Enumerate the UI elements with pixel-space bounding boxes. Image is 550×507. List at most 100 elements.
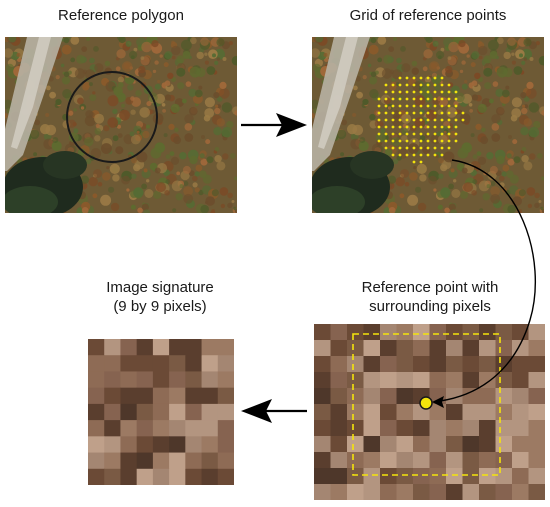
signature-pixel [120, 468, 138, 485]
aerial-image-polygon [5, 37, 237, 213]
reference-point [440, 153, 444, 157]
neighborhood-pixel [479, 436, 496, 453]
reference-point [384, 90, 388, 94]
reference-point [447, 118, 451, 122]
signature-pixel [136, 339, 154, 356]
reference-point [433, 118, 437, 122]
reference-point [440, 104, 444, 108]
signature-pixel [104, 436, 121, 454]
neighborhood-pixel [495, 452, 513, 469]
neighborhood-pixel [479, 404, 496, 421]
neighborhood-pixel [413, 484, 430, 500]
neighborhood-pixel [528, 452, 545, 469]
reference-point [398, 90, 402, 94]
signature-pixel [185, 468, 203, 485]
reference-point [426, 90, 430, 94]
reference-point [426, 125, 430, 129]
reference-point [412, 83, 416, 87]
neighborhood-pixel [363, 388, 381, 405]
neighborhood-pixel [347, 420, 364, 437]
neighborhood-pixel [347, 388, 364, 405]
neighborhood-pixel [347, 324, 364, 341]
neighborhood-pixel [528, 372, 545, 389]
neighborhood-pixel [413, 468, 430, 485]
neighborhood-pixel [512, 388, 529, 405]
reference-point [447, 111, 451, 115]
neighborhood-pixel [314, 356, 331, 373]
signature-pixel [120, 339, 138, 356]
neighborhood-pixel [330, 356, 348, 373]
reference-point [412, 104, 416, 108]
reference-point [454, 118, 458, 122]
neighborhood-pixel [512, 468, 529, 485]
neighborhood-pixel [347, 436, 364, 453]
neighborhood-pixel [528, 356, 545, 373]
signature-pixel [152, 468, 170, 485]
reference-polygon-circle [66, 71, 158, 163]
reference-point [447, 104, 451, 108]
neighborhood-pixel [380, 372, 397, 389]
neighborhood-pixel [347, 468, 364, 485]
reference-point [398, 111, 402, 115]
signature-pixel [201, 403, 219, 421]
neighborhood-pixel [479, 356, 496, 373]
neighborhood-pixel [495, 372, 513, 389]
reference-point [391, 111, 395, 115]
neighborhood-pixel [413, 452, 430, 469]
neighborhood-pixel [462, 340, 480, 357]
pixel-neighborhood-svg [314, 324, 545, 500]
title-reference-point-line2: surrounding pixels [369, 298, 491, 315]
neighborhood-pixel [314, 324, 331, 341]
reference-point [391, 104, 395, 108]
signature-pixel [120, 452, 138, 470]
signature-pixel [217, 436, 234, 454]
neighborhood-pixel [380, 420, 397, 437]
signature-pixel [185, 403, 203, 421]
reference-point [426, 153, 430, 157]
neighborhood-pixel [495, 324, 513, 341]
reference-point [377, 132, 381, 136]
reference-point [377, 139, 381, 143]
neighborhood-pixel [446, 436, 463, 453]
neighborhood-pixel [314, 404, 331, 421]
reference-point [461, 118, 465, 122]
neighborhood-pixel [363, 452, 381, 469]
signature-pixel [185, 436, 203, 454]
reference-point [412, 125, 416, 129]
reference-point [433, 132, 437, 136]
neighborhood-pixel [429, 436, 447, 453]
neighborhood-pixel [446, 324, 463, 341]
reference-point [433, 139, 437, 143]
reference-point [398, 125, 402, 129]
reference-point [405, 153, 409, 157]
reference-point [384, 132, 388, 136]
signature-pixel [104, 371, 121, 389]
signature-pixel [120, 420, 138, 437]
neighborhood-pixel [429, 372, 447, 389]
reference-point [391, 132, 395, 136]
neighborhood-pixel [363, 372, 381, 389]
reference-point [384, 146, 388, 150]
neighborhood-pixel [446, 356, 463, 373]
reference-point [398, 76, 402, 80]
reference-point [384, 139, 388, 143]
reference-point [384, 83, 388, 87]
neighborhood-pixel [396, 484, 414, 500]
neighborhood-pixel [512, 404, 529, 421]
reference-point [419, 83, 423, 87]
reference-point [405, 139, 409, 143]
signature-pixel [169, 387, 186, 405]
title-grid-of-points: Grid of reference points [349, 7, 507, 24]
pixel-neighborhood [314, 324, 545, 500]
reference-point [440, 111, 444, 115]
reference-point [391, 83, 395, 87]
neighborhood-pixel [413, 356, 430, 373]
reference-point [433, 153, 437, 157]
neighborhood-pixel [446, 484, 463, 500]
neighborhood-pixel [330, 436, 348, 453]
neighborhood-pixel [429, 420, 447, 437]
signature-pixel [152, 371, 170, 389]
neighborhood-pixel [347, 372, 364, 389]
signature-pixel [120, 403, 138, 421]
neighborhood-pixel [396, 372, 414, 389]
